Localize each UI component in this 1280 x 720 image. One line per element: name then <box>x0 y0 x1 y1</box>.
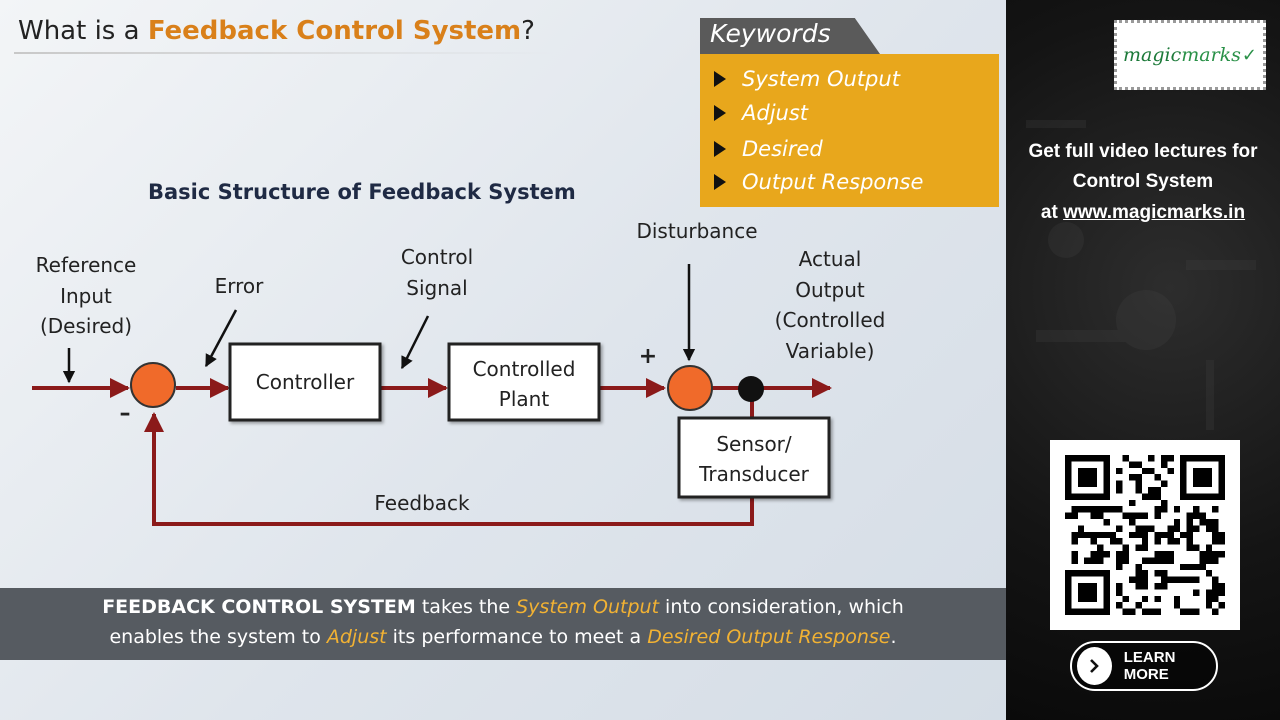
keyword-item: System Output <box>714 66 900 92</box>
sensor-block <box>677 416 831 499</box>
arrow-right-icon <box>714 71 726 87</box>
controller-block <box>228 342 382 422</box>
feedback-path <box>144 412 754 526</box>
caption-emphasis: System Output <box>516 596 660 618</box>
learn-more-button[interactable]: LEARN MORE <box>1070 641 1218 691</box>
keyword-text: System Output <box>742 67 900 91</box>
keyword-item: Desired <box>714 136 823 162</box>
actual-output-label-line2: Output <box>795 278 865 302</box>
plant-label-line2: Plant <box>499 387 550 411</box>
caption-text: enables the system to <box>109 626 327 648</box>
plant-label-line1: Controlled <box>473 357 576 381</box>
arrow-right-icon <box>714 105 726 121</box>
keyword-item: Adjust <box>714 100 808 126</box>
summing-junction-1 <box>130 362 176 408</box>
reference-input-label-line1: Reference <box>36 253 137 277</box>
caption-text: into consideration, which <box>659 596 904 618</box>
page-title: What is a Feedback Control System? <box>18 16 535 46</box>
actual-output-label-line1: Actual <box>799 247 862 271</box>
learn-more-label: LEARN MORE <box>1123 649 1176 683</box>
plus-sign: + <box>639 344 657 369</box>
promo-line-1: Get full video lectures for <box>1028 141 1258 162</box>
summing-junction-2 <box>667 365 713 411</box>
caption-line-1: FEEDBACK CONTROL SYSTEM takes the System… <box>0 596 1006 618</box>
sensor-label-line1: Sensor/ <box>716 432 792 456</box>
reference-input-label-line2: Input <box>60 284 112 308</box>
title-prefix: What is a <box>18 16 148 46</box>
keyword-text: Desired <box>742 137 823 161</box>
disturbance-label: Disturbance <box>636 219 757 243</box>
magicmarks-logo[interactable]: magicmarks✓ <box>1114 20 1266 90</box>
control-signal-label-line2: Signal <box>406 276 467 300</box>
caption-line-2: enables the system to Adjust its perform… <box>0 626 1006 648</box>
checkmark-icon: ✓ <box>1241 44 1258 66</box>
promo-sidebar: magicmarks✓ Get full video lectures for … <box>1006 0 1280 720</box>
caption-text: its performance to meet a <box>386 626 648 648</box>
caption-emphasis: Desired Output Response <box>647 626 891 648</box>
actual-output-label-line3: (Controlled <box>775 308 886 332</box>
logo-text: magicmarks <box>1122 44 1241 66</box>
minus-sign: – <box>120 401 131 426</box>
website-link[interactable]: www.magicmarks.in <box>1063 202 1246 223</box>
feedback-label: Feedback <box>374 491 470 515</box>
control-signal-label-line1: Control <box>401 245 473 269</box>
title-highlight: Feedback Control System <box>147 16 522 46</box>
caption-text: takes the <box>415 596 517 618</box>
slide: What is a Feedback Control System? Keywo… <box>0 0 1006 720</box>
takeoff-point <box>738 376 764 402</box>
caption-text: . <box>890 626 897 648</box>
error-pointer <box>204 309 238 368</box>
diagram-title: Basic Structure of Feedback System <box>148 180 576 204</box>
arrow-right-icon <box>714 141 726 157</box>
title-suffix: ? <box>521 16 535 46</box>
actual-output-label-line4: Variable) <box>786 339 875 363</box>
error-label: Error <box>215 274 265 298</box>
arrow-right-icon <box>714 174 726 190</box>
controller-label: Controller <box>256 370 355 394</box>
keywords-heading: Keywords <box>710 19 831 48</box>
keyword-text: Output Response <box>742 170 924 194</box>
keywords-panel <box>700 54 999 207</box>
sensor-label-line2: Transducer <box>698 462 810 486</box>
keyword-item: Output Response <box>714 169 923 195</box>
keywords-tab <box>700 18 880 54</box>
control-signal-pointer <box>400 315 430 370</box>
promo-line-2: Control System <box>1072 171 1214 192</box>
block-diagram: Controller Controlled Plant Sensor/ Tran… <box>32 219 886 526</box>
caption-emphasis: Adjust <box>326 626 387 648</box>
keyword-text: Adjust <box>742 101 809 125</box>
circuit-background <box>1026 120 1256 430</box>
caption-bar: FEEDBACK CONTROL SYSTEM takes the System… <box>0 588 1006 660</box>
qr-code-icon[interactable] <box>1050 440 1240 630</box>
chevron-right-icon <box>1077 647 1112 685</box>
reference-input-label-line3: (Desired) <box>40 314 132 338</box>
caption-strong: FEEDBACK CONTROL SYSTEM <box>102 596 416 618</box>
qr-code-pattern <box>1065 455 1225 615</box>
title-divider <box>14 52 554 54</box>
promo-line-3: at www.magicmarks.in <box>1040 202 1246 223</box>
plant-block <box>447 342 601 422</box>
